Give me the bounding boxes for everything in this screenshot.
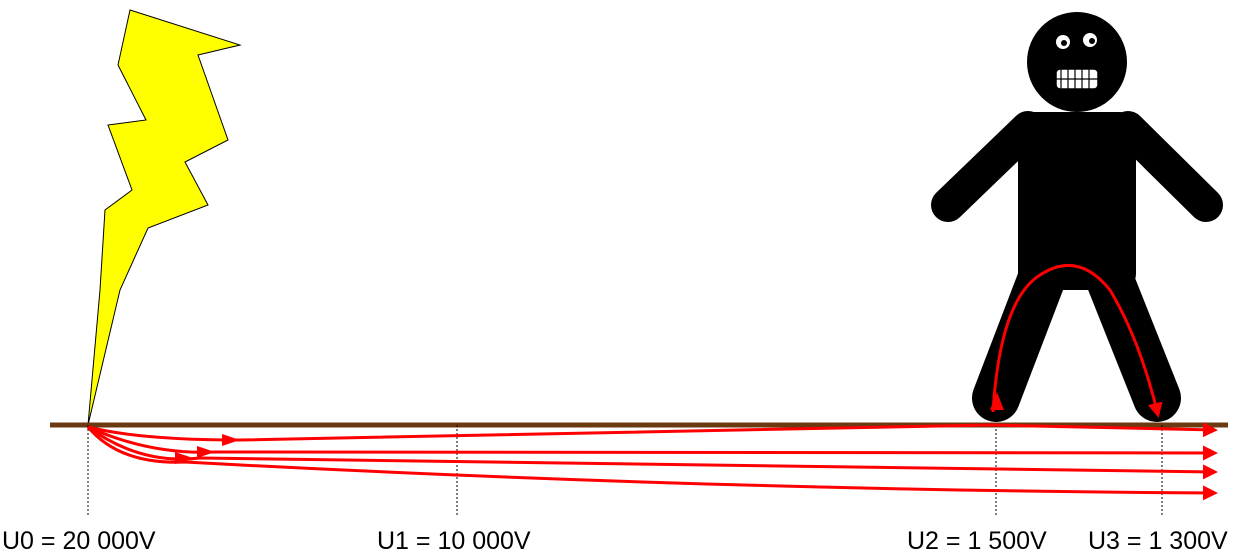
current-path-3 xyxy=(87,425,1218,480)
left-leg xyxy=(972,246,1069,422)
label-u1: U1 = 10 000V xyxy=(377,527,531,555)
ground-currents xyxy=(86,422,1218,501)
mid-arrows xyxy=(175,434,240,464)
stick-figure-icon xyxy=(931,12,1223,422)
label-u3: U3 = 1 300V xyxy=(1088,527,1228,555)
body-entry-arrow xyxy=(990,392,1004,410)
right-arm xyxy=(1111,111,1223,222)
label-u0: U0 = 20 000V xyxy=(2,527,156,555)
label-u2: U2 = 1 500V xyxy=(907,527,1047,555)
torso xyxy=(1018,112,1136,290)
body-current-path xyxy=(991,263,1163,418)
lightning-bolt-icon xyxy=(87,9,242,426)
head xyxy=(1027,12,1127,112)
left-arm xyxy=(931,111,1045,222)
current-path-4 xyxy=(86,426,1218,501)
